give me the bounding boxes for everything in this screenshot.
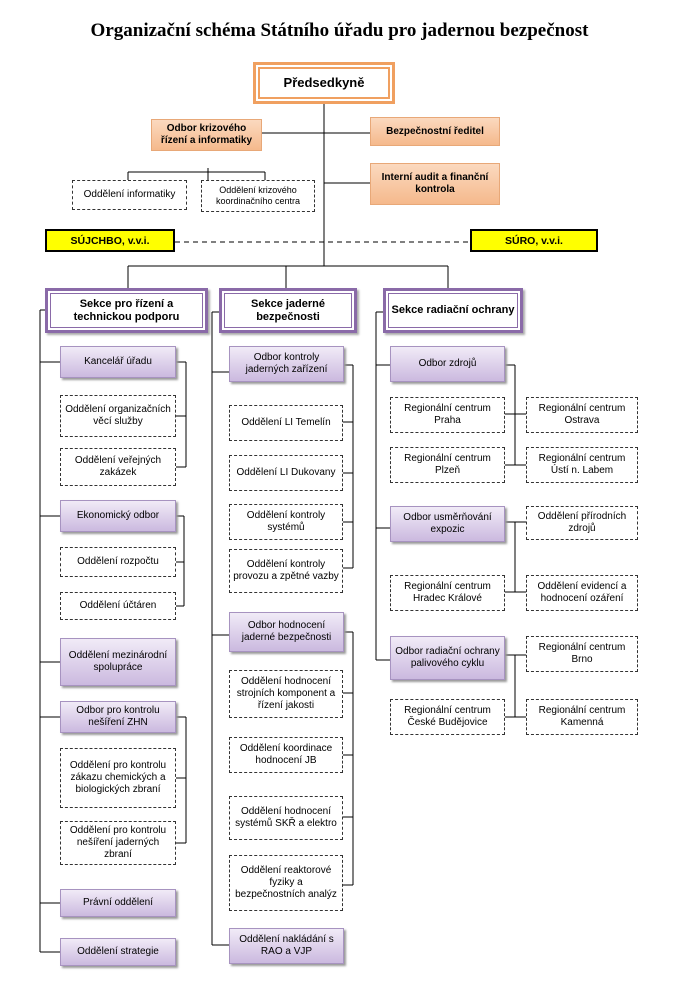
economic-dept: Ekonomický odbor	[60, 500, 176, 532]
regional-ostrava: Regionální centrum Ostrava	[526, 397, 638, 433]
regional-brno: Regionální centrum Brno	[526, 636, 638, 672]
dept-operation-feedback: Oddělení kontroly provozu a zpětné vazby	[229, 549, 343, 593]
section-nuclear-safety: Sekce jaderné bezpečnosti	[219, 288, 357, 333]
institute-suro: SÚRO, v.v.i.	[470, 229, 598, 252]
dept-icms-electro: Oddělení hodnocení systémů SKŘ a elektro	[229, 796, 343, 840]
crisis-management-dept: Odbor krizového řízení a informatiky	[151, 119, 262, 151]
dept-public-procurement: Oddělení veřejných zakázek	[60, 448, 176, 486]
section-radiation-protection: Sekce radiační ochrany	[383, 288, 523, 333]
dept-natural-sources: Oddělení přírodních zdrojů	[526, 506, 638, 540]
exposure-dept: Odbor usměrňování expozic	[390, 506, 505, 542]
it-department: Oddělení informatiky	[72, 180, 187, 210]
regional-kamenna: Regionální centrum Kamenná	[526, 699, 638, 735]
nuclear-safety-assessment: Odbor hodnocení jaderné bezpečnosti	[229, 612, 344, 652]
institute-sujchbo: SÚJCHBO, v.v.i.	[45, 229, 175, 252]
regional-usti: Regionální centrum Ústí n. Labem	[526, 447, 638, 483]
crisis-coordination-center: Oddělení krizového koordinačního centra	[201, 180, 315, 212]
chair-box: Předsedkyně	[253, 62, 395, 104]
dept-legal: Právní oddělení	[60, 889, 176, 917]
page-title: Organizační schéma Státního úřadu pro ja…	[90, 20, 589, 41]
dept-temelin: Oddělení LI Temelín	[229, 405, 343, 441]
nuclear-facilities-control: Odbor kontroly jaderných zařízení	[229, 346, 344, 382]
regional-budejovice: Regionální centrum České Budějovice	[390, 699, 505, 735]
dept-nuclear-weapons: Oddělení pro kontrolu nešíření jaderných…	[60, 821, 176, 865]
section-management-support: Sekce pro řízení a technickou podporu	[45, 288, 208, 333]
office-kancelar: Kancelář úřadu	[60, 346, 176, 378]
dept-rao-vjp: Oddělení nakládání s RAO a VJP	[229, 928, 344, 964]
dept-coordination: Oddělení koordinace hodnocení JB	[229, 737, 343, 773]
dept-mechanical-components: Oddělení hodnocení strojních komponent a…	[229, 670, 343, 718]
dept-dukovany: Oddělení LI Dukovany	[229, 455, 343, 491]
regional-plzen: Regionální centrum Plzeň	[390, 447, 505, 483]
regional-hradec: Regionální centrum Hradec Králové	[390, 575, 505, 611]
dept-systems-control: Oddělení kontroly systémů	[229, 504, 343, 540]
dept-strategy: Oddělení strategie	[60, 938, 176, 966]
dept-org-affairs: Oddělení organizačních věcí služby	[60, 395, 176, 437]
fuel-cycle-dept: Odbor radiační ochrany palivového cyklu	[390, 636, 505, 680]
dept-reactor-physics: Oddělení reaktorové fyziky a bezpečnostn…	[229, 855, 343, 911]
dept-chem-bio: Oddělení pro kontrolu zákazu chemických …	[60, 748, 176, 808]
dept-exposure-records: Oddělení evidencí a hodnocení ozáření	[526, 575, 638, 611]
regional-praha: Regionální centrum Praha	[390, 397, 505, 433]
dept-wmd-control: Odbor pro kontrolu nešíření ZHN	[60, 701, 176, 733]
internal-audit: Interní audit a finanční kontrola	[370, 163, 500, 205]
dept-international: Oddělení mezinárodní spolupráce	[60, 638, 176, 686]
sources-dept: Odbor zdrojů	[390, 346, 505, 382]
dept-accounting: Oddělení účtáren	[60, 592, 176, 620]
security-director: Bezpečnostní ředitel	[370, 117, 500, 146]
dept-budget: Oddělení rozpočtu	[60, 547, 176, 577]
